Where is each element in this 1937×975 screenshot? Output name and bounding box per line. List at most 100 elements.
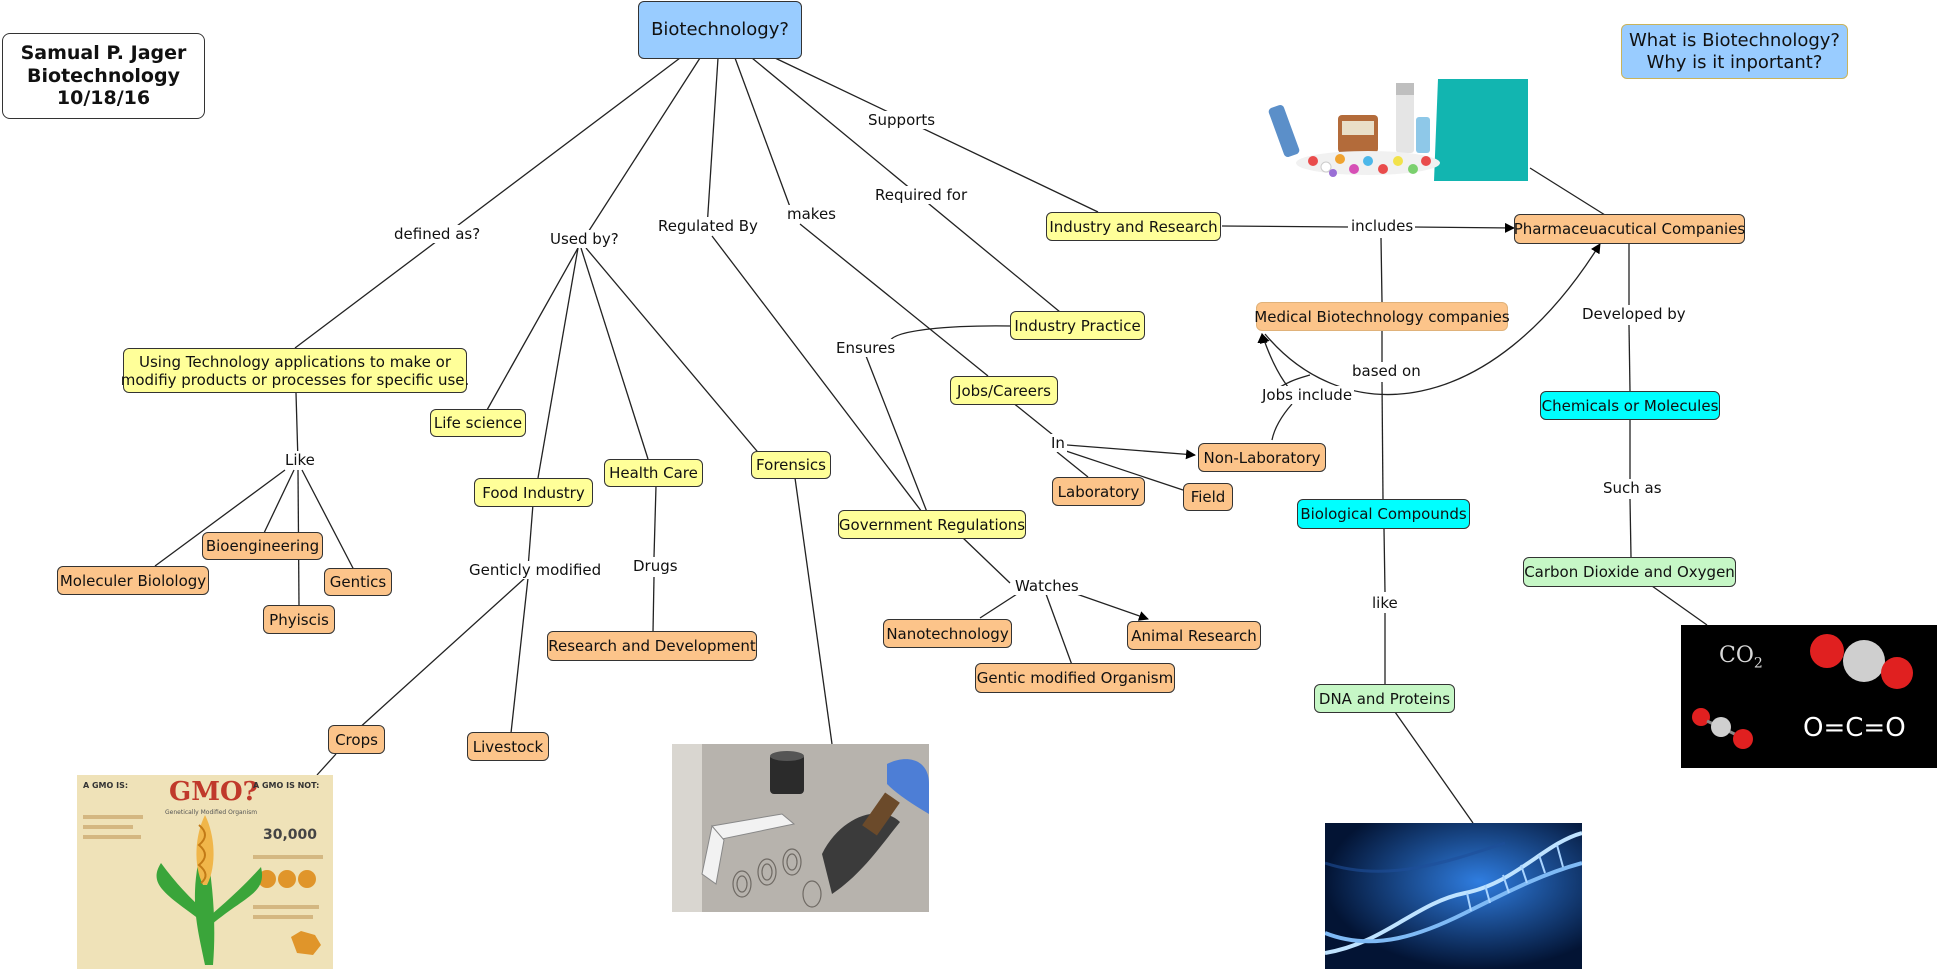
gmo-poster-number: 30,000 bbox=[263, 827, 318, 843]
link-genetically-modified: Genticly modified bbox=[467, 561, 604, 579]
gmo-poster-is: A GMO IS: bbox=[83, 781, 129, 790]
node-food-industry[interactable]: Food Industry bbox=[474, 478, 593, 507]
edge-basedon-compounds bbox=[1381, 381, 1384, 501]
edge-includes-medical bbox=[1380, 237, 1383, 303]
node-definition-line1: Using Technology applications to make or bbox=[139, 352, 451, 371]
node-gov-regs[interactable]: Government Regulations bbox=[838, 510, 1026, 539]
edge-in-field bbox=[1062, 449, 1184, 491]
edge-root-regulated bbox=[706, 57, 719, 229]
edge-root-defined bbox=[294, 57, 681, 349]
edge-root-supports bbox=[774, 57, 1099, 213]
node-bioengineering[interactable]: Bioengineering bbox=[202, 532, 323, 560]
gmo-poster-subtitle: Genetically Modified Organism bbox=[165, 809, 258, 816]
link-defined-as: defined as? bbox=[392, 225, 483, 243]
edge-ensures-practice bbox=[889, 325, 1013, 342]
edge-crops-img bbox=[316, 753, 337, 776]
node-laboratory[interactable]: Laboratory bbox=[1052, 477, 1145, 506]
node-livestock[interactable]: Livestock bbox=[467, 732, 549, 761]
edge-usedby-food bbox=[537, 247, 579, 479]
node-genetics[interactable]: Gentics bbox=[324, 568, 392, 596]
node-life-science[interactable]: Life science bbox=[430, 409, 526, 437]
link-like-compounds: like bbox=[1370, 594, 1400, 612]
node-dna-proteins[interactable]: DNA and Proteins bbox=[1314, 684, 1455, 713]
edge-food-gm bbox=[527, 503, 534, 569]
edge-in-lab bbox=[1056, 451, 1089, 478]
edge-watches-gmo bbox=[1045, 593, 1073, 666]
edge-dna-img bbox=[1394, 711, 1474, 824]
gmo-poster-title: GMO? bbox=[169, 777, 258, 807]
node-jobs-careers[interactable]: Jobs/Careers bbox=[950, 376, 1058, 405]
focus-question-line2: Why is it inportant? bbox=[1646, 51, 1823, 73]
node-co2-o2[interactable]: Carbon Dioxide and Oxygen bbox=[1523, 557, 1736, 587]
node-field[interactable]: Field bbox=[1183, 483, 1233, 511]
edge-def-like bbox=[295, 392, 299, 463]
node-non-lab[interactable]: Non-Laboratory bbox=[1198, 443, 1326, 472]
node-bio-compounds[interactable]: Biological Compounds bbox=[1297, 499, 1470, 529]
co2-formula-c: CO bbox=[1719, 643, 1754, 668]
node-physics[interactable]: Phyiscis bbox=[263, 605, 335, 634]
gmo-poster-image: GMO? Genetically Modified Organism A GMO… bbox=[77, 775, 333, 969]
edge-includes-pharma bbox=[1411, 222, 1515, 233]
node-forensics[interactable]: Forensics bbox=[751, 451, 831, 479]
edge-gov-watches bbox=[961, 536, 1011, 584]
link-used-by: Used by? bbox=[548, 230, 621, 248]
edge-root-makes bbox=[734, 57, 794, 216]
co2-structure: O=C=O bbox=[1803, 713, 1906, 743]
edge-compounds-like bbox=[1383, 528, 1386, 593]
dna-helix-illustration bbox=[1325, 823, 1582, 969]
edge-gm-livestock bbox=[510, 577, 529, 734]
node-gmo-organism[interactable]: Gentic modified Organism bbox=[975, 663, 1175, 693]
node-industry-practice[interactable]: Industry Practice bbox=[1010, 311, 1145, 340]
edge-pharma-img bbox=[1529, 167, 1606, 216]
link-regulated-by: Regulated By bbox=[656, 217, 760, 235]
node-molecular-bio[interactable]: Moleculer Biolology bbox=[57, 566, 209, 595]
edge-ensures-gov bbox=[865, 355, 928, 513]
focus-question[interactable]: What is Biotechnology? Why is it inporta… bbox=[1621, 24, 1848, 79]
edge-usedby-health bbox=[580, 247, 649, 460]
edge-in-nonlab bbox=[1066, 444, 1196, 460]
gmo-corn-illustration bbox=[83, 815, 323, 965]
link-developed-by: Developed by bbox=[1580, 305, 1688, 323]
edge-usedby-forensics bbox=[585, 247, 768, 464]
fingerprint-illustration bbox=[672, 744, 929, 912]
link-based-on: based on bbox=[1350, 362, 1423, 380]
edge-like-molecular bbox=[154, 469, 286, 567]
edge-developed-chem bbox=[1628, 324, 1631, 392]
node-definition[interactable]: Using Technology applications to make or… bbox=[121, 348, 469, 393]
link-makes: makes bbox=[785, 205, 838, 223]
link-jobs-include: Jobs include bbox=[1260, 386, 1355, 404]
co2-image: CO2 O=C=O bbox=[1681, 625, 1937, 768]
pills-image bbox=[1268, 77, 1528, 181]
edge-like-bioeng bbox=[263, 469, 295, 534]
node-crops[interactable]: Crops bbox=[328, 725, 385, 754]
node-animal-research[interactable]: Animal Research bbox=[1127, 621, 1261, 650]
node-root[interactable]: Biotechnology? bbox=[638, 1, 802, 59]
co2-molecule-models bbox=[1692, 634, 1913, 749]
link-like-definition: Like bbox=[283, 451, 317, 469]
node-industry-research[interactable]: Industry and Research bbox=[1046, 212, 1221, 241]
node-pharma[interactable]: Pharmaceuacutical Companies bbox=[1514, 214, 1745, 244]
node-medical-biotech[interactable]: Medical Biotechnology companies bbox=[1254, 302, 1510, 331]
dna-image bbox=[1325, 823, 1582, 969]
node-rnd[interactable]: Research and Development bbox=[547, 631, 757, 661]
node-health-care[interactable]: Health Care bbox=[604, 459, 703, 487]
edge-forensics-img bbox=[794, 477, 833, 745]
edge-usedby-lifescience bbox=[486, 247, 579, 411]
edge-curve-pharma bbox=[1264, 243, 1601, 396]
edge-suchas-co2 bbox=[1629, 498, 1632, 558]
link-such-as: Such as bbox=[1601, 479, 1664, 497]
co2-formula: CO2 bbox=[1719, 643, 1763, 671]
node-chemicals[interactable]: Chemicals or Molecules bbox=[1540, 391, 1720, 420]
author-date: 10/18/16 bbox=[56, 87, 151, 110]
pills-illustration bbox=[1268, 79, 1528, 181]
edge-watches-nano bbox=[979, 593, 1018, 619]
edge-drugs-rnd bbox=[652, 576, 655, 633]
edge-jobs-in bbox=[1011, 401, 1054, 436]
author-name: Samual P. Jager bbox=[20, 41, 187, 64]
link-in: In bbox=[1049, 434, 1067, 452]
edge-like-genetics bbox=[301, 469, 356, 573]
author-subject: Biotechnology bbox=[27, 64, 180, 87]
node-nanotech[interactable]: Nanotechnology bbox=[883, 619, 1012, 648]
edge-jobsinclude-medical bbox=[1257, 333, 1268, 344]
